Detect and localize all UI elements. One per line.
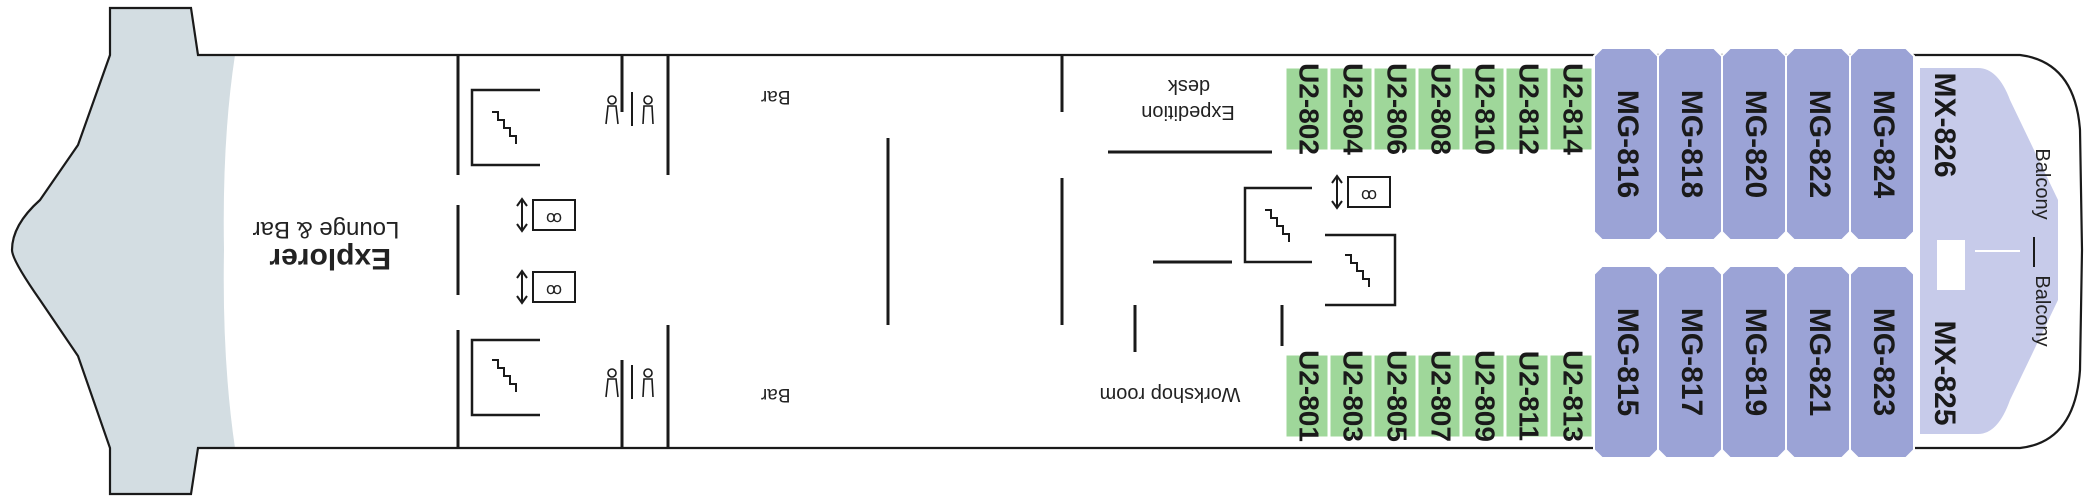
cabin-u2[interactable]: U2-803 bbox=[1329, 350, 1373, 442]
cabin-number: U2-808 bbox=[1426, 63, 1457, 155]
elevator-icon: ꝏ bbox=[516, 269, 576, 305]
cabin-u2[interactable]: U2-809 bbox=[1461, 350, 1505, 442]
cabin-number: MG-820 bbox=[1739, 90, 1772, 198]
cabin-mx[interactable]: MX-826 bbox=[1928, 72, 1961, 177]
walls bbox=[456, 55, 1284, 448]
cabins-u2-bottom: U2-813 U2-811 U2-809 U2-807 U2-805 U2-803 U2-8… bbox=[1285, 350, 1593, 442]
hull-outline bbox=[10, 6, 2084, 496]
cabin-mg[interactable]: MG-816 bbox=[1593, 47, 1659, 241]
expedition-label-line2: desk bbox=[1167, 75, 1210, 97]
cabin-number: MG-824 bbox=[1867, 90, 1900, 199]
stairs-icon bbox=[492, 111, 517, 144]
stairs-icon bbox=[1265, 209, 1290, 242]
stairs-icon bbox=[492, 359, 517, 392]
cabin-number: U2-810 bbox=[1470, 63, 1501, 155]
cabin-number: MG-818 bbox=[1675, 90, 1708, 198]
cabin-mg[interactable]: MG-822 bbox=[1785, 47, 1851, 241]
cabin-mg[interactable]: MG-824 bbox=[1849, 47, 1915, 241]
cabin-mg[interactable]: MG-823 bbox=[1849, 265, 1915, 459]
lounge-bar-label: Lounge & Bar bbox=[253, 216, 400, 243]
cabin-mg[interactable]: MG-817 bbox=[1657, 265, 1723, 459]
cabin-number: U2-809 bbox=[1470, 350, 1501, 442]
aft-deck-area bbox=[12, 8, 235, 494]
staircase-center-a bbox=[1243, 186, 1312, 264]
stairs-icon bbox=[1345, 254, 1370, 287]
cabin-number: U2-801 bbox=[1294, 350, 1325, 442]
cabin-number: U2-813 bbox=[1558, 350, 1589, 442]
cabins-u2-top: U2-814 U2-812 U2-810 U2-808 U2-806 U2-804 U2-8… bbox=[1285, 63, 1593, 155]
cabin-number: MG-816 bbox=[1611, 90, 1644, 198]
svg-text:ꝏ: ꝏ bbox=[546, 281, 562, 298]
cabin-u2[interactable]: U2-813 bbox=[1549, 350, 1593, 442]
cabin-u2[interactable]: U2-814 bbox=[1549, 63, 1593, 155]
cabin-number: MG-821 bbox=[1803, 308, 1836, 416]
cabin-u2[interactable]: U2-811 bbox=[1505, 351, 1549, 441]
svg-text:ꝏ: ꝏ bbox=[546, 209, 562, 226]
cabin-u2[interactable]: U2-808 bbox=[1417, 63, 1461, 155]
cabin-number: U2-805 bbox=[1382, 350, 1413, 442]
cabin-u2[interactable]: U2-805 bbox=[1373, 350, 1417, 442]
cabin-u2[interactable]: U2-804 bbox=[1329, 63, 1373, 155]
cabin-number: U2-803 bbox=[1338, 350, 1369, 442]
cabin-number: U2-802 bbox=[1294, 63, 1325, 155]
cabin-u2[interactable]: U2-802 bbox=[1285, 63, 1329, 155]
cabins-mg-bottom: MG-815 MG-817 MG-819 MG-821 MG-823 bbox=[1593, 265, 1915, 459]
cabin-mg[interactable]: MG-821 bbox=[1785, 265, 1851, 459]
elevator-icon: ꝏ bbox=[516, 197, 576, 233]
balcony-label-top: Balcony bbox=[2031, 148, 2053, 219]
cabin-number: U2-814 bbox=[1558, 63, 1589, 155]
staircase-bottom-left bbox=[470, 338, 540, 417]
bow-notch bbox=[1937, 240, 1965, 290]
cabin-mg[interactable]: MG-819 bbox=[1721, 265, 1787, 459]
cabin-u2[interactable]: U2-801 bbox=[1285, 350, 1329, 442]
cabin-number: MG-819 bbox=[1739, 308, 1772, 416]
bar-label-top: Bar bbox=[760, 86, 790, 107]
cabin-number: MX-826 bbox=[1928, 72, 1961, 177]
bar-label-bottom: Bar bbox=[760, 384, 790, 405]
cabin-mg[interactable]: MG-815 bbox=[1593, 265, 1659, 459]
restroom-icon bbox=[605, 365, 654, 399]
cabin-number: MG-815 bbox=[1611, 308, 1644, 416]
svg-text:ꝏ: ꝏ bbox=[1361, 186, 1377, 203]
staircase-top-left bbox=[470, 88, 540, 167]
cabin-u2[interactable]: U2-810 bbox=[1461, 63, 1505, 155]
cabin-number: MG-817 bbox=[1675, 308, 1708, 416]
cabin-u2[interactable]: U2-812 bbox=[1505, 63, 1549, 155]
expedition-label-line1: Expedition bbox=[1141, 101, 1234, 123]
staircase-center-b bbox=[1325, 233, 1397, 307]
workshop-label: Workshop room bbox=[1100, 383, 1241, 405]
elevator-icon: ꝏ bbox=[1331, 174, 1391, 210]
cabin-number: U2-811 bbox=[1514, 351, 1545, 441]
cabin-mx[interactable]: MX-825 bbox=[1928, 320, 1961, 425]
cabin-u2[interactable]: U2-806 bbox=[1373, 63, 1417, 155]
cabin-number: MX-825 bbox=[1928, 320, 1961, 425]
cabin-number: U2-806 bbox=[1382, 63, 1413, 155]
cabin-mg[interactable]: MG-820 bbox=[1721, 47, 1787, 241]
cabin-number: U2-807 bbox=[1426, 350, 1457, 442]
cabin-mg[interactable]: MG-818 bbox=[1657, 47, 1723, 241]
explorer-label: Explorer bbox=[269, 242, 391, 275]
balcony-label-bottom: Balcony bbox=[2031, 275, 2053, 346]
cabins-mg-top: MG-816 MG-818 MG-820 MG-822 MG-824 bbox=[1593, 47, 1915, 241]
restroom-icon bbox=[605, 92, 654, 126]
cabin-number: U2-812 bbox=[1514, 63, 1545, 155]
cabin-number: MG-822 bbox=[1803, 90, 1836, 198]
cabin-number: MG-823 bbox=[1867, 308, 1900, 416]
cabin-number: U2-804 bbox=[1338, 63, 1369, 155]
cabin-u2[interactable]: U2-807 bbox=[1417, 350, 1461, 442]
